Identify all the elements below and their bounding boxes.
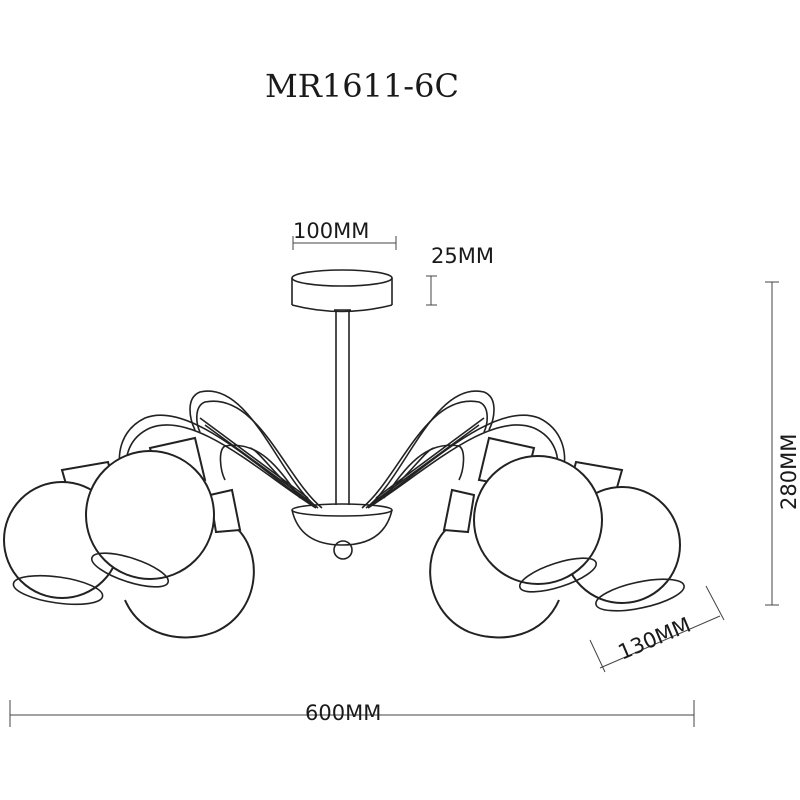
total-width-dimension: 600MM: [9, 700, 695, 727]
globe-right-front: [473, 436, 603, 593]
center-body: [291, 503, 393, 560]
arms-left: [118, 390, 323, 509]
ceiling-canopy: [291, 269, 393, 313]
globe-right-back-lower: [429, 488, 560, 639]
total-width-label: 600MM: [305, 701, 381, 725]
total-height-dimension: 280MM: [765, 281, 800, 606]
down-rod: [334, 309, 351, 505]
globe-left-front: [85, 436, 215, 588]
canopy-height-label: 25MM: [431, 244, 494, 268]
canopy-width-label: 100MM: [293, 219, 369, 243]
shade-diameter-label: 130MM: [615, 613, 695, 665]
arms-right: [361, 390, 566, 509]
model-title: MR1611-6C: [265, 67, 459, 105]
total-height-label: 280MM: [777, 434, 800, 510]
globe-left-back-lower: [124, 488, 255, 639]
canopy-width-dimension: 100MM: [292, 219, 397, 250]
canopy-height-dimension: 25MM: [426, 244, 494, 306]
